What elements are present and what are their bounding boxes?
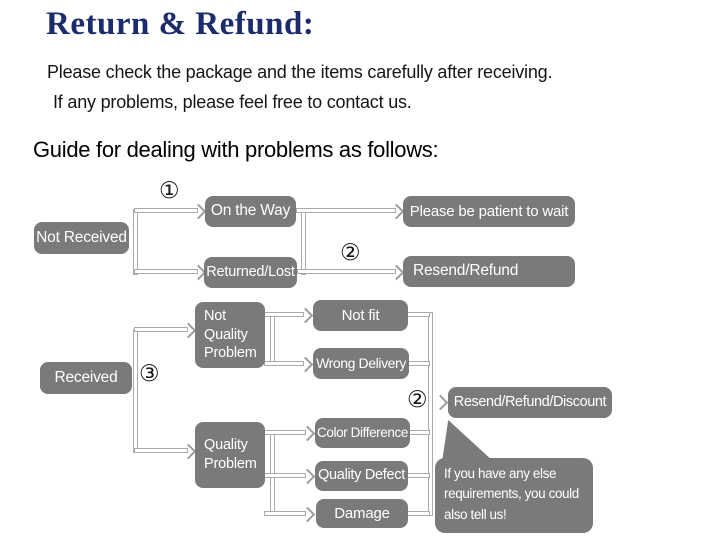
connector-line	[270, 313, 275, 366]
connector-line	[134, 208, 198, 213]
connector-line	[134, 327, 188, 332]
connector-line	[406, 312, 430, 317]
arrow-right-icon	[180, 443, 197, 460]
connector-line	[408, 430, 430, 435]
arrow-right-icon	[299, 506, 316, 523]
intro-line-1: Please check the package and the items c…	[47, 62, 553, 82]
guide-heading: Guide for dealing with problems as follo…	[33, 137, 439, 162]
connector-line	[406, 473, 430, 478]
connector-line	[133, 329, 138, 453]
node-returned-lost: Returned/Lost	[204, 257, 297, 288]
arrow-right-icon	[297, 307, 314, 324]
node-not-quality-problem: Not Quality Problem	[195, 302, 265, 368]
arrow-right-icon	[297, 356, 314, 373]
step-circle-3: ③	[139, 361, 160, 387]
arrow-right-icon	[299, 425, 316, 442]
arrow-right-icon	[180, 322, 197, 339]
arrow-right-icon	[388, 203, 405, 220]
intro-line-2: If any problems, please feel free to con…	[53, 92, 412, 112]
node-wrong-delivery: Wrong Delivery	[313, 348, 409, 379]
connector-line	[264, 361, 304, 366]
arrow-right-icon	[190, 203, 207, 220]
node-received: Received	[40, 362, 132, 394]
arrow-right-icon	[432, 394, 449, 411]
node-color-difference: Color Difference	[315, 418, 410, 448]
connector-line	[407, 361, 430, 366]
connector-line	[134, 448, 188, 453]
step-circle-2-top: ②	[340, 240, 361, 266]
connector-line	[134, 269, 198, 274]
connector-line	[264, 511, 306, 516]
step-circle-2-bottom: ②	[407, 387, 428, 413]
speech-bubble-tail	[442, 420, 494, 462]
node-damage: Damage	[316, 499, 408, 528]
arrow-right-icon	[299, 468, 316, 485]
node-resend-refund: Resend/Refund	[403, 256, 575, 287]
connector-line	[406, 511, 430, 516]
connector-line	[133, 209, 138, 275]
connector-line	[296, 208, 396, 213]
node-resend-refund-discount: Resend/Refund/Discount	[448, 387, 612, 418]
connector-line	[301, 209, 306, 275]
page-title: Return & Refund:	[46, 6, 315, 42]
speech-bubble-note: If you have any else requirements, you c…	[435, 458, 593, 533]
step-circle-1: ①	[159, 178, 180, 204]
arrow-right-icon	[388, 264, 405, 281]
node-please-be-patient: Please be patient to wait	[403, 196, 575, 227]
node-quality-defect: Quality Defect	[315, 461, 408, 491]
node-quality-problem: Quality Problem	[195, 422, 265, 488]
node-on-the-way: On the Way	[205, 196, 296, 227]
connector-line	[428, 312, 433, 516]
node-not-fit: Not fit	[313, 300, 408, 331]
node-not-received: Not Received	[34, 222, 129, 254]
connector-line	[297, 269, 396, 274]
